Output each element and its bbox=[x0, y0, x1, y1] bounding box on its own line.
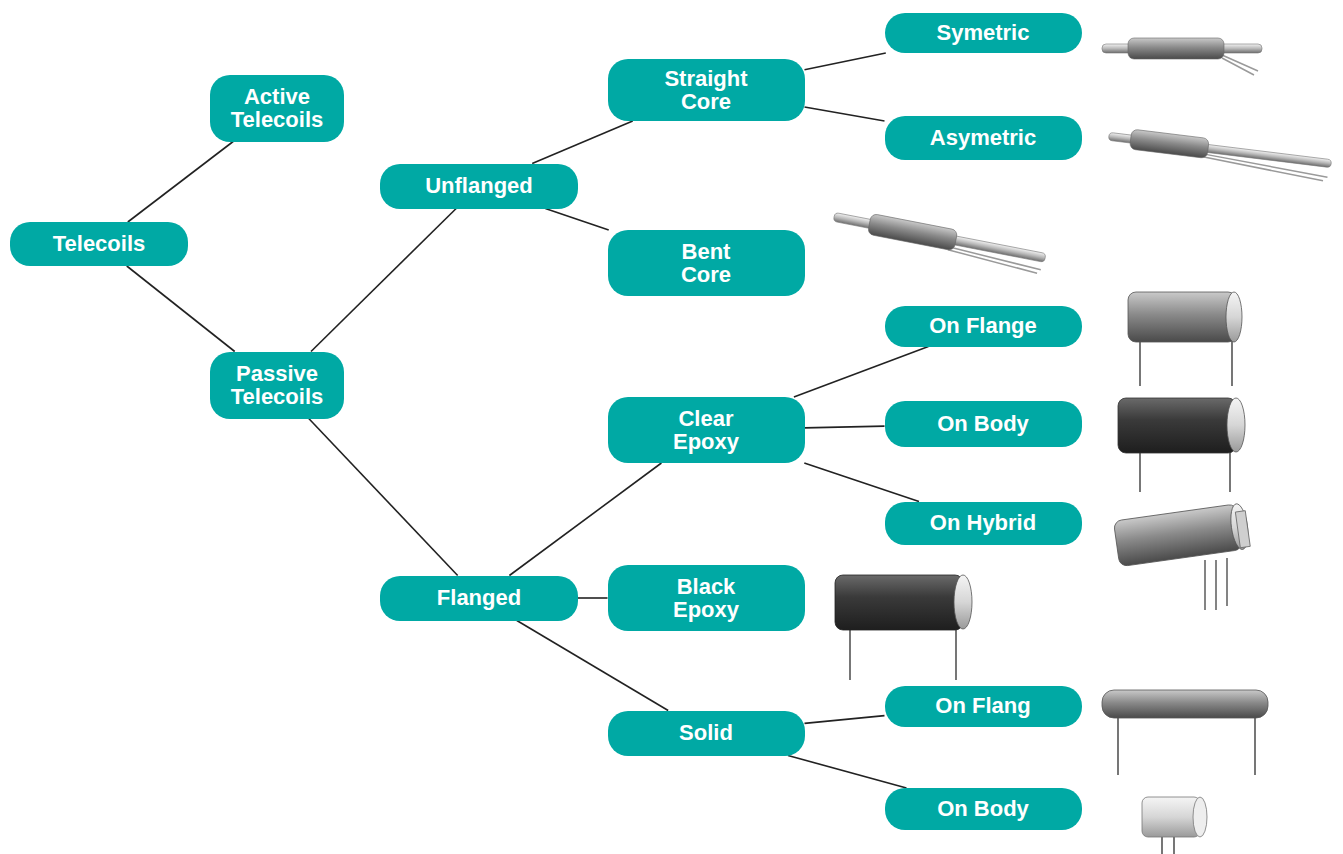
hybrid-board bbox=[1235, 511, 1250, 548]
tree-connector bbox=[788, 756, 906, 789]
box-label: Straight Core bbox=[659, 67, 754, 113]
category-box: Flanged bbox=[380, 576, 578, 621]
flange-cap bbox=[954, 575, 972, 629]
category-box: Passive Telecoils bbox=[210, 352, 344, 419]
core-rod bbox=[833, 212, 1046, 262]
box-label: Symetric bbox=[937, 21, 1030, 44]
box-label: Bent Core bbox=[659, 240, 754, 286]
box-label: Passive Telecoils bbox=[223, 362, 331, 408]
box-label: Telecoils bbox=[53, 232, 146, 255]
box-label: Flanged bbox=[437, 586, 521, 609]
tree-connector bbox=[805, 53, 886, 70]
tree-connector bbox=[509, 463, 661, 576]
tree-connector bbox=[532, 121, 632, 164]
box-label: On Flang bbox=[935, 694, 1030, 717]
coil-body bbox=[1102, 690, 1268, 718]
tree-connector bbox=[805, 426, 885, 428]
lead-wire bbox=[1140, 450, 1230, 492]
box-label: On Hybrid bbox=[930, 511, 1036, 534]
lead-wire bbox=[1118, 712, 1255, 775]
flange-cap bbox=[1228, 503, 1250, 551]
category-box: Active Telecoils bbox=[210, 75, 344, 142]
coil-body bbox=[1129, 129, 1209, 158]
tree-connector bbox=[578, 597, 608, 599]
category-box: Bent Core bbox=[608, 230, 805, 296]
category-box: Solid bbox=[608, 711, 805, 756]
box-label: Unflanged bbox=[425, 174, 533, 197]
solid-body-coil bbox=[1142, 797, 1207, 854]
box-label: On Body bbox=[937, 797, 1029, 820]
coil-body bbox=[1113, 504, 1242, 567]
category-box: Asymetric bbox=[885, 116, 1082, 160]
flange-cap bbox=[1193, 797, 1207, 837]
lead-wire bbox=[850, 626, 956, 680]
tree-connector bbox=[517, 621, 668, 711]
tree-connector bbox=[309, 419, 458, 576]
flange-cap bbox=[1227, 398, 1245, 452]
category-box: Clear Epoxy bbox=[608, 397, 805, 463]
category-box: Telecoils bbox=[10, 222, 188, 266]
flange-cap bbox=[1226, 292, 1242, 342]
lead-wire bbox=[1222, 55, 1258, 75]
tree-connector bbox=[805, 716, 885, 724]
box-label: Asymetric bbox=[930, 126, 1036, 149]
category-box: Black Epoxy bbox=[608, 565, 805, 631]
solid-flange-coil bbox=[1102, 690, 1268, 775]
symmetric-coil bbox=[1102, 38, 1262, 75]
clear-epoxy-hybrid-coil bbox=[1113, 503, 1250, 610]
box-label: Black Epoxy bbox=[659, 575, 754, 621]
category-box: On Body bbox=[885, 401, 1082, 447]
coil-body bbox=[1128, 292, 1236, 342]
lead-wire bbox=[1140, 340, 1232, 386]
black-epoxy-coil bbox=[835, 575, 972, 680]
tree-connector bbox=[311, 209, 456, 352]
clear-epoxy-body-coil bbox=[1118, 398, 1245, 492]
category-box: Unflanged bbox=[380, 164, 578, 209]
category-box: On Flange bbox=[885, 306, 1082, 347]
asymmetric-coil bbox=[1107, 126, 1333, 181]
coil-body bbox=[867, 213, 957, 250]
box-label: Solid bbox=[679, 721, 733, 744]
category-box: Symetric bbox=[885, 13, 1082, 53]
lead-wire bbox=[1205, 558, 1227, 610]
tree-connector bbox=[794, 347, 929, 398]
tree-connector bbox=[805, 107, 885, 121]
coil-body bbox=[1142, 797, 1200, 837]
tree-connector bbox=[128, 142, 233, 223]
category-box: On Body bbox=[885, 788, 1082, 830]
tree-connector bbox=[127, 266, 235, 352]
category-box: Straight Core bbox=[608, 59, 805, 121]
bent-core-coil bbox=[831, 207, 1047, 275]
coil-body bbox=[1128, 38, 1224, 59]
box-label: On Body bbox=[937, 412, 1029, 435]
category-box: On Flang bbox=[885, 686, 1082, 727]
tree-connector bbox=[545, 209, 608, 231]
box-label: Active Telecoils bbox=[223, 85, 331, 131]
tree-connector bbox=[804, 463, 919, 502]
clear-epoxy-flange-coil bbox=[1128, 292, 1242, 386]
box-label: Clear Epoxy bbox=[659, 407, 754, 453]
coil-body bbox=[1118, 398, 1236, 453]
box-label: On Flange bbox=[929, 314, 1037, 337]
coil-body bbox=[835, 575, 963, 630]
category-box: On Hybrid bbox=[885, 502, 1082, 545]
